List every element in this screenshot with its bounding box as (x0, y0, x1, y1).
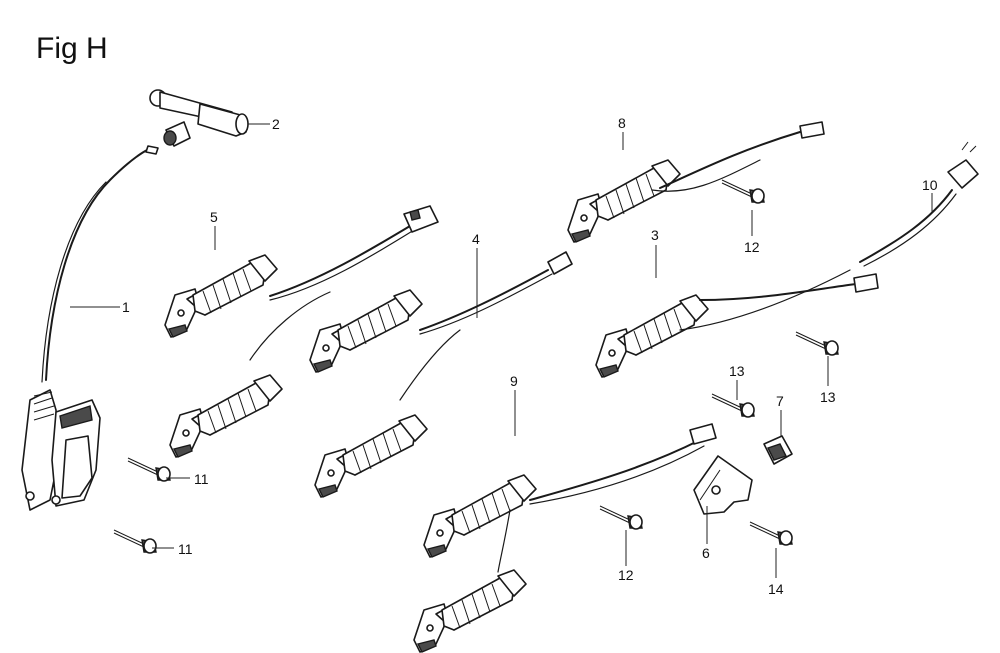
callout-12-upper: 12 (744, 239, 760, 255)
callout-7: 7 (776, 393, 784, 409)
figure-title: Fig H (36, 32, 108, 65)
part-exciter-coil-4 (309, 251, 573, 498)
callout-8: 8 (618, 115, 626, 131)
callout-13-right: 13 (820, 389, 836, 405)
part-coil-9 (413, 423, 717, 653)
callout-11-upper: 11 (194, 471, 209, 487)
part-lead-wire-10 (859, 141, 979, 267)
callout-4: 4 (472, 231, 480, 247)
part-bracket-6 (693, 455, 753, 515)
callout-9: 9 (510, 373, 518, 389)
callout-5: 5 (210, 209, 218, 225)
callout-6: 6 (702, 545, 710, 561)
callout-14: 14 (768, 581, 784, 597)
leader-lines (70, 123, 933, 578)
part-ignition-coil (21, 145, 159, 511)
callout-labels: 1 2 3 4 5 6 7 8 9 10 11 11 12 12 13 13 1… (122, 115, 938, 597)
callout-11-lower: 11 (178, 541, 193, 557)
callout-3: 3 (651, 227, 659, 243)
callout-12-lower: 12 (618, 567, 634, 583)
callout-10: 10 (922, 177, 938, 193)
part-clip-7 (763, 435, 793, 465)
part-plug-cap (149, 89, 249, 147)
callout-13-left: 13 (729, 363, 745, 379)
part-coil-3 (595, 269, 879, 378)
callout-2: 2 (272, 116, 280, 132)
part-charge-coil-5 (164, 205, 439, 458)
callout-1: 1 (122, 299, 130, 315)
part-coil-8 (567, 121, 825, 243)
